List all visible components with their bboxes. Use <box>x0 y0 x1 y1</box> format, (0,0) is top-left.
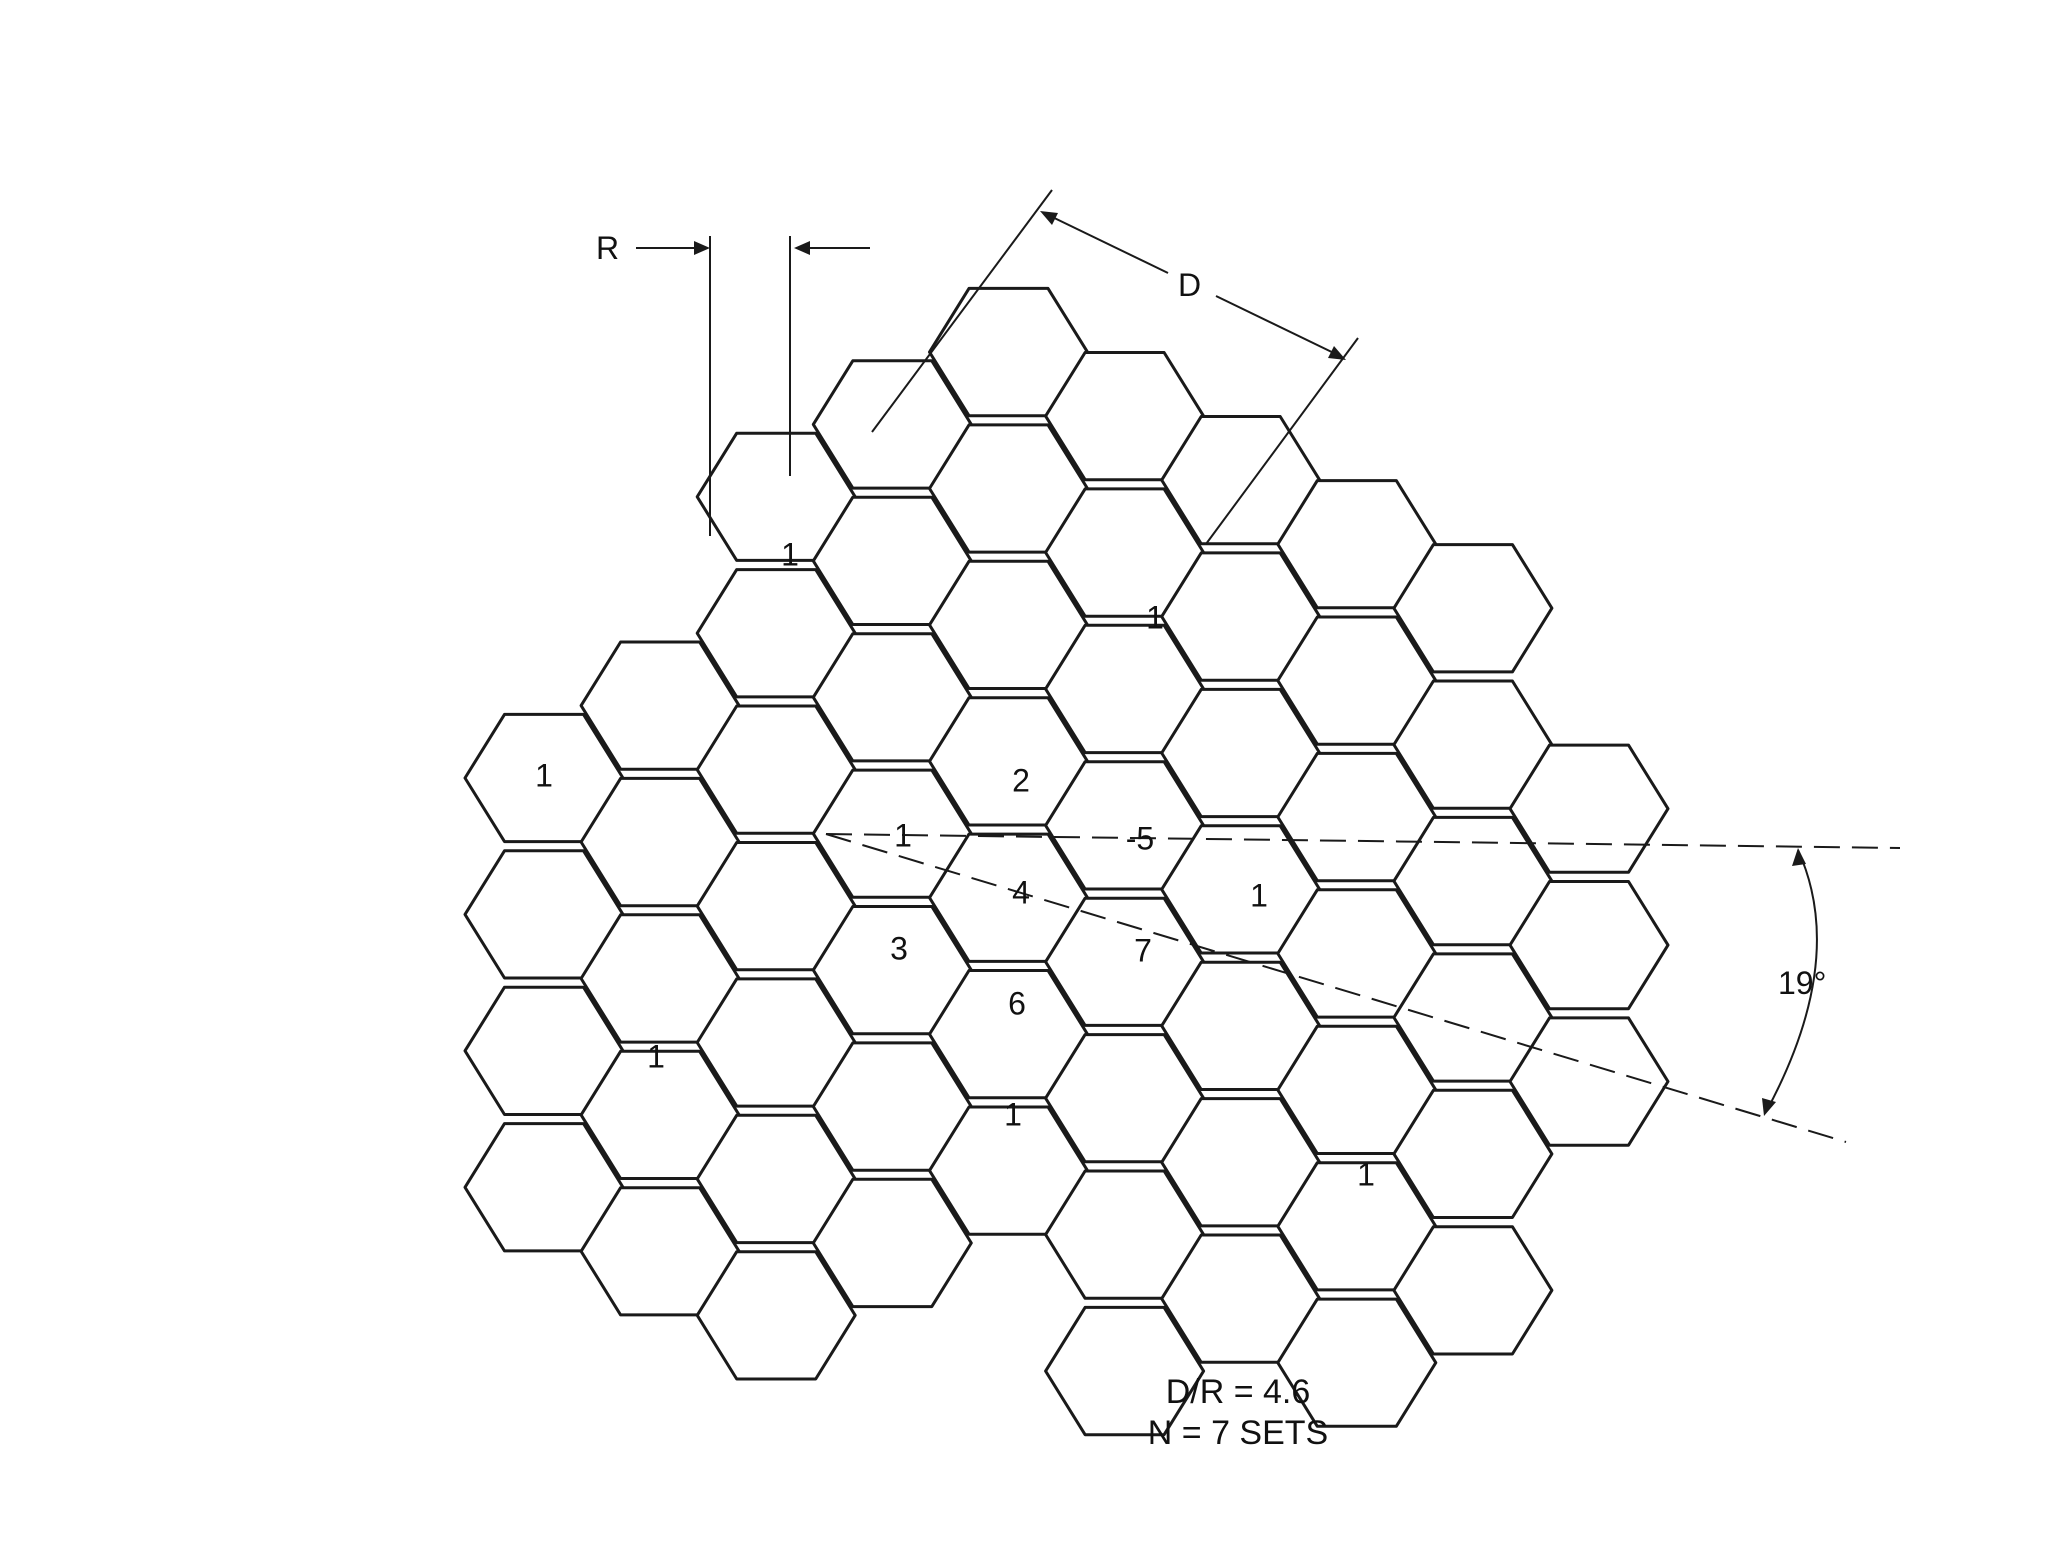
d-extension-line-left <box>871 189 1053 433</box>
cell-label-center-7: 7 <box>1134 932 1152 968</box>
d-label: D <box>1178 267 1201 303</box>
angled-reference-line <box>825 833 1847 1143</box>
hex-cell <box>1508 1016 1670 1147</box>
diagram-notes: D/R = 4.6 N = 7 SETS <box>1148 1373 1328 1452</box>
angle-construction: 19° <box>825 833 1901 1143</box>
hex-cell <box>1276 1297 1438 1428</box>
r-arrowhead-left <box>694 241 710 255</box>
hex-cell <box>1508 743 1670 874</box>
cell-label-right: 1 <box>1250 877 1268 913</box>
angle-arc <box>1765 849 1818 1113</box>
cell-label-center-5: -5 <box>1126 820 1154 856</box>
horizontal-reference-line <box>825 833 1901 849</box>
cell-label-top-right: 1 <box>1146 599 1164 635</box>
d-arrowhead-right <box>1328 346 1346 360</box>
angle-arrowhead-bottom <box>1762 1098 1776 1116</box>
cell-label-center-4: 4 <box>1012 874 1030 910</box>
r-arrowhead-right <box>794 241 810 255</box>
hex-cell <box>1392 1225 1554 1356</box>
hex-cell <box>1392 1088 1554 1219</box>
d-arrowhead-left <box>1040 211 1058 225</box>
d-extension-line-right <box>1205 337 1359 545</box>
sets-note: N = 7 SETS <box>1148 1414 1328 1452</box>
cell-label-center-6: 6 <box>1008 985 1026 1021</box>
ratio-note: D/R = 4.6 <box>1166 1373 1311 1411</box>
cell-label-left: 1 <box>535 757 553 793</box>
cell-label-center-3: 3 <box>890 930 908 966</box>
cell-label-lower-left: 1 <box>647 1038 665 1074</box>
hex-cell <box>1508 880 1670 1011</box>
cell-label-bottom-center: 1 <box>1004 1096 1022 1132</box>
d-arrow-right <box>1215 295 1341 357</box>
hex-cell <box>1392 543 1554 674</box>
cell-label-top-left: 1 <box>781 536 799 572</box>
d-dimension: D <box>871 189 1359 545</box>
angle-arrowhead-top <box>1792 848 1806 866</box>
hex-cell <box>1044 1305 1206 1437</box>
cell-labels: 1 1 1 2 1 -5 1 4 3 7 6 1 1 1 <box>535 536 1375 1192</box>
angle-label: 19° <box>1778 965 1826 1001</box>
cell-label-bottom-right: 1 <box>1357 1156 1375 1192</box>
cell-label-center-1: 1 <box>894 817 912 853</box>
r-dimension: R <box>596 230 870 536</box>
cell-label-center-2: 2 <box>1012 762 1030 798</box>
hex-cell <box>695 1250 857 1381</box>
hex-cell <box>811 1177 973 1309</box>
r-label: R <box>596 230 619 266</box>
d-arrow-left <box>1043 212 1169 274</box>
hex-cell-grid <box>463 286 1670 1437</box>
